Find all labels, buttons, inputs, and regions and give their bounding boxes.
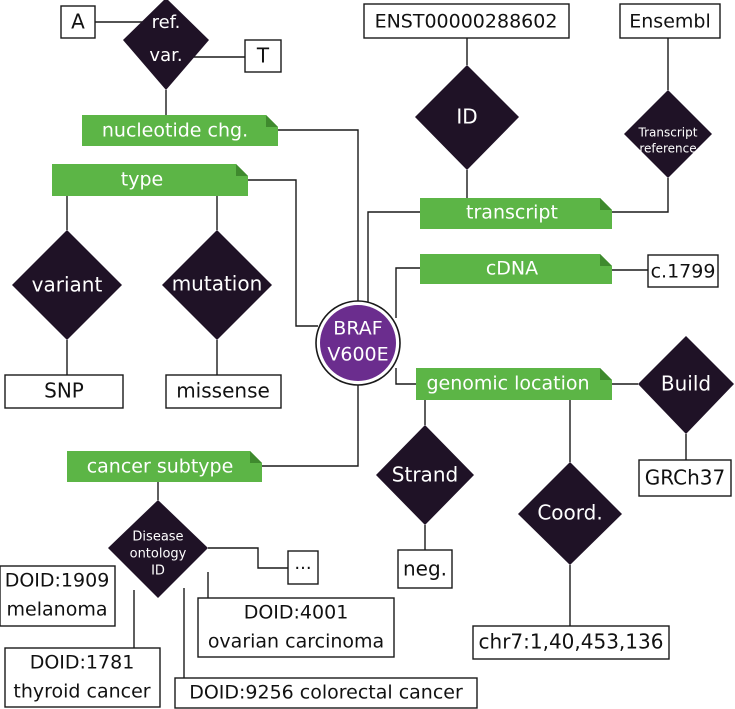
box-strand-value: neg. bbox=[397, 549, 453, 589]
diamond-mutation: mutation bbox=[162, 230, 272, 340]
tag-nucleotide-chg: nucleotide chg. bbox=[82, 115, 278, 146]
diamond-disease-line2: ontology bbox=[130, 547, 187, 562]
diamond-id-label: ID bbox=[456, 105, 477, 129]
diamond-mutation-label: mutation bbox=[172, 272, 263, 296]
tag-cancer-subtype-label: cancer subtype bbox=[87, 456, 234, 478]
tag-type: type bbox=[52, 164, 248, 196]
diamond-id: ID bbox=[415, 65, 519, 170]
box-doid-1909-name: melanoma bbox=[7, 599, 108, 621]
diamond-disease-ontology-id: Disease ontology ID bbox=[108, 500, 208, 598]
tag-cdna-label: cDNA bbox=[486, 258, 538, 280]
box-doid-1781: DOID:1781 thyroid cancer bbox=[4, 647, 161, 708]
diamond-variant-label: variant bbox=[32, 273, 103, 297]
diamond-build-label: Build bbox=[661, 372, 711, 396]
diamond-coord-label: Coord. bbox=[537, 501, 602, 525]
diamond-transcript-reference-line1: Transcript bbox=[638, 126, 698, 140]
box-snp-label: SNP bbox=[44, 379, 84, 403]
box-doid-1781-id: DOID:1781 bbox=[30, 652, 135, 674]
box-doid-4001-id: DOID:4001 bbox=[244, 602, 349, 624]
box-more: ... bbox=[287, 550, 319, 585]
box-doid-1909: DOID:1909 melanoma bbox=[0, 565, 116, 627]
tag-genomic-location: genomic location bbox=[416, 368, 612, 400]
box-ensembl-label: Ensembl bbox=[629, 11, 710, 33]
connectors bbox=[66, 21, 687, 678]
box-cdna-value: c.1799 bbox=[647, 254, 719, 288]
center-node-line1: BRAF bbox=[333, 318, 382, 340]
diamond-ref-var-line2: var. bbox=[149, 45, 182, 66]
box-doid-9256: DOID:9256 colorectal cancer bbox=[174, 677, 478, 709]
diamond-transcript-reference-line2: reference bbox=[639, 142, 696, 156]
tag-cdna: cDNA bbox=[420, 254, 612, 284]
box-transcript-id: ENST00000288602 bbox=[363, 3, 570, 39]
box-ref: A bbox=[60, 5, 96, 39]
box-var: T bbox=[244, 39, 282, 73]
box-transcript-id-label: ENST00000288602 bbox=[375, 11, 558, 33]
diamond-build: Build bbox=[638, 336, 734, 434]
tag-transcript: transcript bbox=[420, 198, 612, 229]
box-more-label: ... bbox=[294, 553, 311, 574]
tag-cancer-subtype: cancer subtype bbox=[67, 451, 262, 482]
tag-transcript-label: transcript bbox=[466, 202, 558, 224]
box-coordinate-label: chr7:1,40,453,136 bbox=[479, 630, 664, 654]
box-ensembl: Ensembl bbox=[619, 3, 721, 39]
tag-genomic-location-label: genomic location bbox=[426, 373, 589, 395]
box-doid-1781-name: thyroid cancer bbox=[13, 681, 150, 703]
box-doid-4001-name: ovarian carcinoma bbox=[208, 631, 384, 653]
box-strand-value-label: neg. bbox=[403, 557, 447, 581]
box-cdna-value-label: c.1799 bbox=[651, 261, 716, 283]
diamond-disease-line3: ID bbox=[151, 564, 165, 579]
center-node-braf-v600e: BRAF V600E bbox=[315, 300, 401, 386]
diamond-disease-line1: Disease bbox=[132, 530, 183, 545]
box-grch37-label: GRCh37 bbox=[645, 466, 726, 490]
box-coordinate: chr7:1,40,453,136 bbox=[472, 625, 670, 660]
diamond-ref-var-line1: ref. bbox=[152, 12, 181, 33]
box-snp: SNP bbox=[4, 374, 124, 409]
diamond-strand: Strand bbox=[376, 425, 474, 525]
diamond-ref-var: ref. var. bbox=[123, 0, 209, 90]
center-node-line2: V600E bbox=[327, 344, 388, 366]
box-doid-9256-label: DOID:9256 colorectal cancer bbox=[189, 682, 463, 704]
diamond-strand-label: Strand bbox=[392, 463, 458, 487]
tag-type-label: type bbox=[121, 169, 163, 191]
box-missense-label: missense bbox=[176, 379, 270, 403]
box-var-label: T bbox=[256, 44, 270, 68]
tag-nucleotide-chg-label: nucleotide chg. bbox=[102, 120, 248, 142]
diamond-transcript-reference: Transcript reference bbox=[624, 90, 712, 178]
box-ref-label: A bbox=[71, 10, 85, 34]
box-grch37: GRCh37 bbox=[638, 459, 732, 497]
diamond-coord: Coord. bbox=[518, 462, 622, 565]
box-doid-1909-id: DOID:1909 bbox=[5, 570, 110, 592]
box-missense: missense bbox=[165, 374, 282, 409]
box-doid-4001: DOID:4001 ovarian carcinoma bbox=[197, 597, 395, 658]
diamond-variant: variant bbox=[12, 230, 122, 340]
